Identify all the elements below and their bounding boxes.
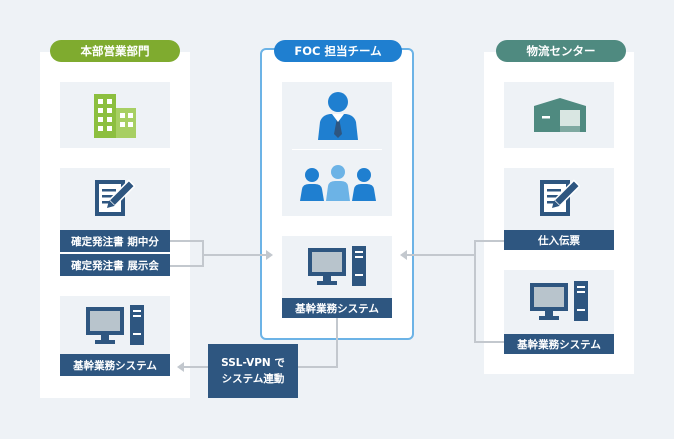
connector-line <box>474 240 476 343</box>
document-pen-icon <box>95 179 135 216</box>
document-pen-icon <box>540 179 580 216</box>
arrow-left-icon <box>177 362 184 372</box>
left-system-label: 基幹業務システム <box>60 354 170 376</box>
connector-line <box>407 254 474 256</box>
arrow-left-icon <box>400 250 407 260</box>
computer-icon <box>530 281 588 321</box>
computer-icon <box>86 305 144 345</box>
vpn-line-2: システム連動 <box>221 373 285 385</box>
connector-line <box>184 366 208 368</box>
right-title: 物流センター <box>496 40 626 62</box>
building-icon <box>94 94 136 138</box>
connector-line <box>298 366 338 368</box>
vpn-line-1: SSL-VPN で <box>221 357 285 369</box>
doc-bar-exhibition: 確定発注書 展示会 <box>60 254 170 276</box>
right-doc-label: 仕入伝票 <box>504 230 614 250</box>
right-system-label: 基幹業務システム <box>504 334 614 354</box>
team-divider <box>292 149 382 150</box>
connector-line <box>204 254 266 256</box>
arrow-right-icon <box>266 250 273 260</box>
vpn-label: SSL-VPN で システム連動 <box>208 344 298 398</box>
left-title: 本部営業部門 <box>50 40 180 62</box>
connector-line <box>170 265 204 267</box>
connector-line <box>474 240 504 242</box>
center-title: FOC 担当チーム <box>274 40 402 62</box>
connector-line <box>474 341 504 343</box>
connector-line <box>202 240 204 267</box>
doc-bar-midterm: 確定発注書 期中分 <box>60 230 170 252</box>
connector-line <box>336 318 338 368</box>
group-icon <box>300 165 376 201</box>
connector-line <box>170 240 204 242</box>
computer-icon <box>308 246 366 286</box>
person-icon <box>318 92 358 140</box>
center-system-label: 基幹業務システム <box>282 298 392 318</box>
warehouse-icon <box>534 98 586 132</box>
